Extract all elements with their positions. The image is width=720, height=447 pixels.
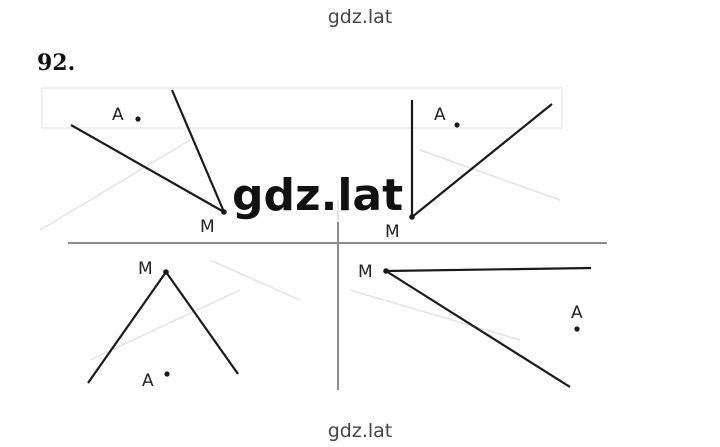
angle-bottom-left (87, 271, 239, 384)
bleed-through-background (39, 87, 563, 361)
point-label-bottom-left: A (142, 371, 154, 391)
vertex-label-bottom-left: M (138, 259, 153, 279)
vertex-dot-bottom-right (383, 268, 389, 274)
watermark-top: gdz.lat (327, 6, 393, 28)
point-dot-bottom-left (164, 371, 170, 377)
point-label-bottom-right: A (571, 303, 583, 323)
angle-bottom-right (385, 266, 592, 388)
watermark-bottom: gdz.lat (327, 420, 393, 442)
vertex-label-top-right: M (385, 222, 400, 242)
watermark-center: gdz.lat (228, 170, 408, 222)
vertex-dot-top-right (409, 214, 415, 220)
point-dot-top-left (135, 116, 141, 122)
vertex-label-top-left: M (200, 217, 215, 237)
point-label-top-right: A (434, 105, 446, 125)
vertex-dot-top-left (221, 209, 227, 215)
point-dot-top-right (454, 122, 460, 128)
vertex-label-bottom-right: M (358, 262, 373, 282)
angle-top-left (70, 89, 226, 213)
exercise-number: 92. (37, 50, 76, 76)
vertex-dot-bottom-left (163, 269, 169, 275)
point-label-top-left: A (112, 105, 124, 125)
angle-top-right (410, 100, 553, 218)
point-dot-bottom-right (574, 326, 580, 332)
